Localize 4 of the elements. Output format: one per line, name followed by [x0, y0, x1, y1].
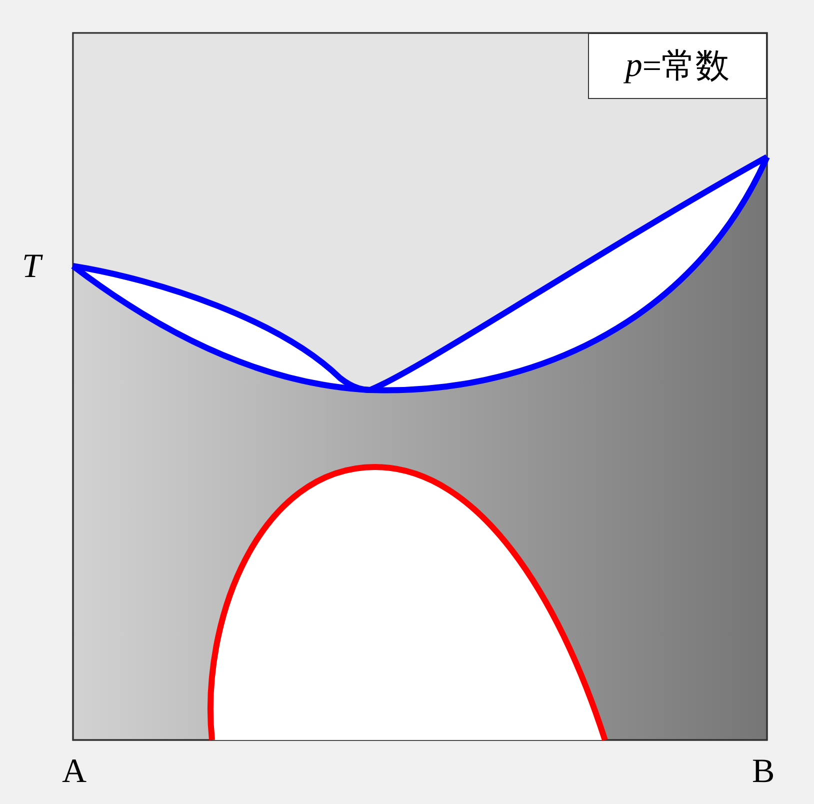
axis-label: A — [62, 755, 87, 789]
condition-box: p=常数 — [588, 33, 767, 99]
axis-label: B — [752, 755, 775, 789]
axis-label: T — [22, 250, 41, 284]
